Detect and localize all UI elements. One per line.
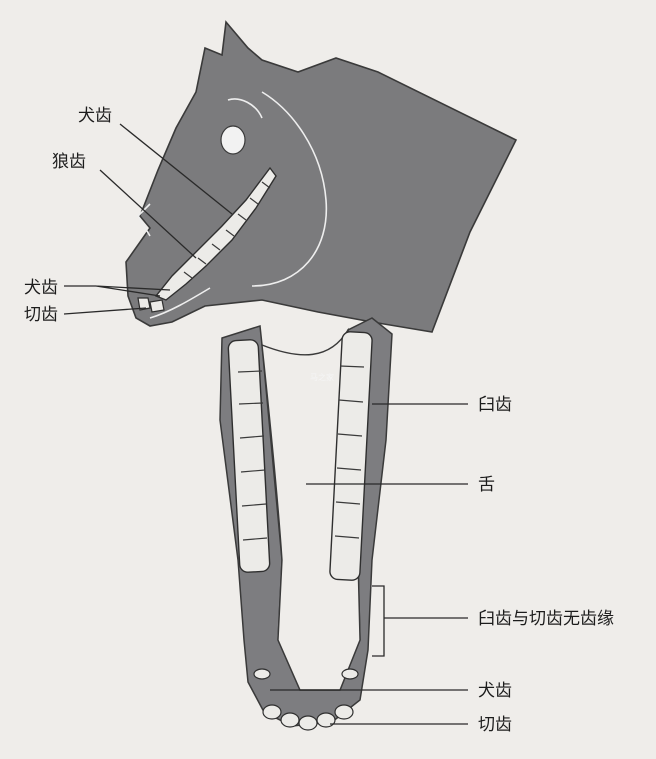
horse-nostril [136,203,151,237]
incisor-row [262,704,354,731]
label-canine-side: 犬齿 [24,278,58,298]
left-molar-dividers [237,370,268,541]
right-molar-dividers [334,365,365,539]
upper-tooth-dividers [183,181,271,279]
horse-eye [220,125,246,155]
label-wolf-tooth: 狼齿 [52,152,86,172]
label-incisor-jaw: 切齿 [478,715,512,735]
horse-mouth-line [149,287,211,319]
label-incisor-side: 切齿 [24,305,58,325]
horse-cheek-line [251,91,328,287]
horse-head-silhouette [125,20,518,333]
leader-lines [63,123,468,725]
right-molar-row [329,331,373,581]
horse-brow-line [227,98,263,119]
labels: 犬齿 狼齿 犬齿 切齿 臼齿 舌 臼齿与切齿无齿缘 犬齿 切齿 马之家 [24,106,614,735]
leader-canine-upper [119,123,233,215]
label-canine-jaw: 犬齿 [478,681,512,701]
right-canine-tooth [341,668,359,680]
diastema-bracket [372,585,385,657]
leader-canine-side [64,285,171,297]
left-canine-tooth [253,668,271,680]
leader-incisor-side [63,307,147,315]
lower-jaw [219,317,393,731]
label-tongue: 舌 [478,475,495,495]
watermark-text: 马之家 [310,372,334,382]
leader-wolf-tooth [99,169,197,259]
label-molar: 臼齿 [478,395,512,415]
label-diastema: 臼齿与切齿无齿缘 [478,609,614,629]
left-molar-row [227,339,271,573]
label-canine-upper: 犬齿 [78,106,112,126]
upper-tooth-row [154,166,277,301]
horse-head [125,20,518,333]
